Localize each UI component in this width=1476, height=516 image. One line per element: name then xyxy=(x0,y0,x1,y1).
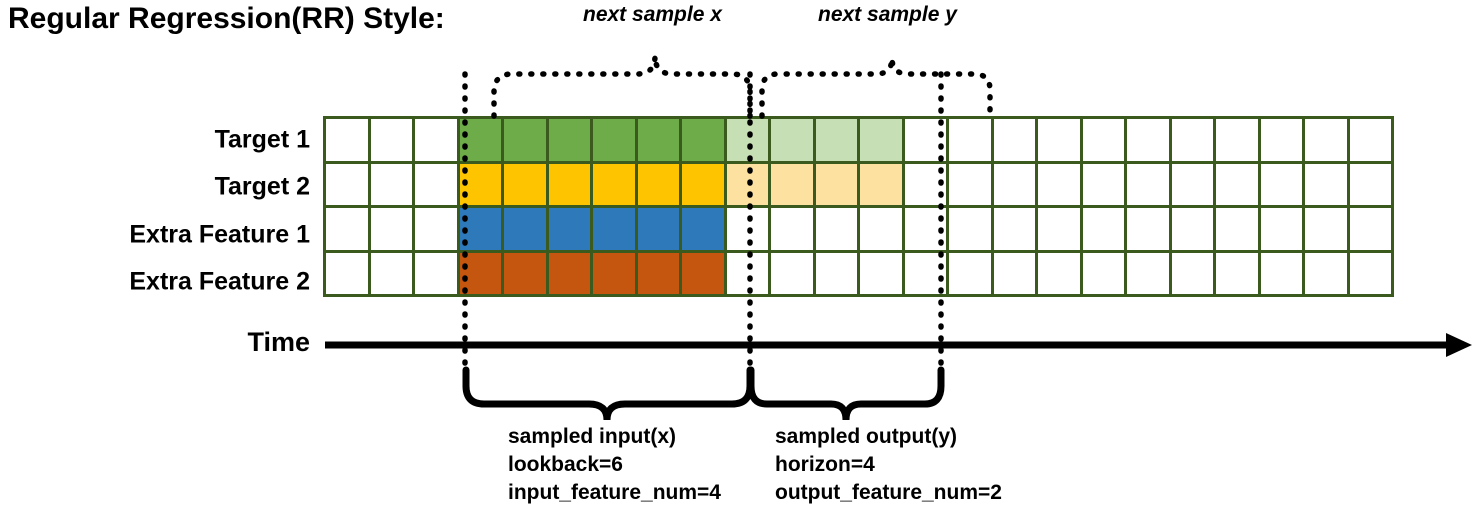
row-label-target-1: Target 1 xyxy=(0,116,310,163)
caption-output-feature-num: output_feature_num=2 xyxy=(775,480,1002,504)
caption-input-lookback: lookback=6 xyxy=(508,452,623,476)
brace-sampled-output xyxy=(747,366,945,421)
grid-cell-blank xyxy=(1257,249,1305,297)
caption-output-horizon: horizon=4 xyxy=(775,452,875,476)
row-label-target-2: Target 2 xyxy=(0,164,310,211)
grid-cell-blank xyxy=(946,116,994,164)
grid-cell-output xyxy=(812,249,860,297)
brace-next-sample-y xyxy=(759,57,993,119)
timeseries-grid xyxy=(323,116,1394,297)
grid-cell-blank xyxy=(1346,249,1394,297)
grid-cell-blank xyxy=(367,160,415,208)
grid-cell-blank xyxy=(946,249,994,297)
grid-row xyxy=(323,205,1394,253)
grid-cell-blank xyxy=(412,249,460,297)
grid-cell-input xyxy=(545,205,593,253)
grid-cell-blank xyxy=(323,249,371,297)
grid-cell-blank xyxy=(990,160,1038,208)
grid-cell-output xyxy=(768,249,816,297)
grid-cell-blank xyxy=(1079,249,1127,297)
grid-cell-blank xyxy=(1346,205,1394,253)
grid-cell-input xyxy=(679,249,727,297)
grid-cell-input xyxy=(634,205,682,253)
grid-cell-blank xyxy=(1257,205,1305,253)
grid-cell-blank xyxy=(1302,116,1350,164)
annotation-next-sample-x: next sample x xyxy=(583,3,722,26)
grid-cell-input xyxy=(590,205,638,253)
page-title: Regular Regression(RR) Style: xyxy=(8,2,445,35)
grid-cell-blank xyxy=(1079,116,1127,164)
row-label-extra-feature-2: Extra Feature 2 xyxy=(0,259,310,306)
grid-cell-blank xyxy=(946,205,994,253)
grid-cell-output xyxy=(857,249,905,297)
grid-cell-output xyxy=(857,160,905,208)
grid-cell-blank xyxy=(1124,249,1172,297)
grid-cell-blank xyxy=(990,249,1038,297)
caption-sampled-input: sampled input(x) lookback=6 input_featur… xyxy=(508,423,721,507)
row-label-text: Target 2 xyxy=(214,172,310,201)
caption-input-name: sampled input(x) xyxy=(508,425,677,448)
caption-output-name: sampled output(y) xyxy=(775,425,957,448)
time-axis-label: Time xyxy=(247,327,310,357)
brace-sampled-input xyxy=(462,366,754,421)
brace-next-sample-x xyxy=(491,55,753,119)
annotation-next-sample-y: next sample y xyxy=(818,3,957,26)
row-label-text: Extra Feature 2 xyxy=(129,267,310,296)
grid-cell-output xyxy=(768,160,816,208)
grid-cell-input xyxy=(634,249,682,297)
row-label-text: Extra Feature 1 xyxy=(129,220,310,248)
caption-input-feature-num: input_feature_num=4 xyxy=(508,480,721,504)
row-label-extra-feature-1: Extra Feature 1 xyxy=(0,211,310,258)
caption-sampled-output: sampled output(y) horizon=4 output_featu… xyxy=(775,423,1002,507)
time-axis-arrowhead xyxy=(1446,333,1472,357)
row-label-text: Target 1 xyxy=(214,125,310,153)
grid-row xyxy=(323,249,1394,297)
grid-cell-input xyxy=(590,160,638,208)
grid-cell-blank xyxy=(367,249,415,297)
